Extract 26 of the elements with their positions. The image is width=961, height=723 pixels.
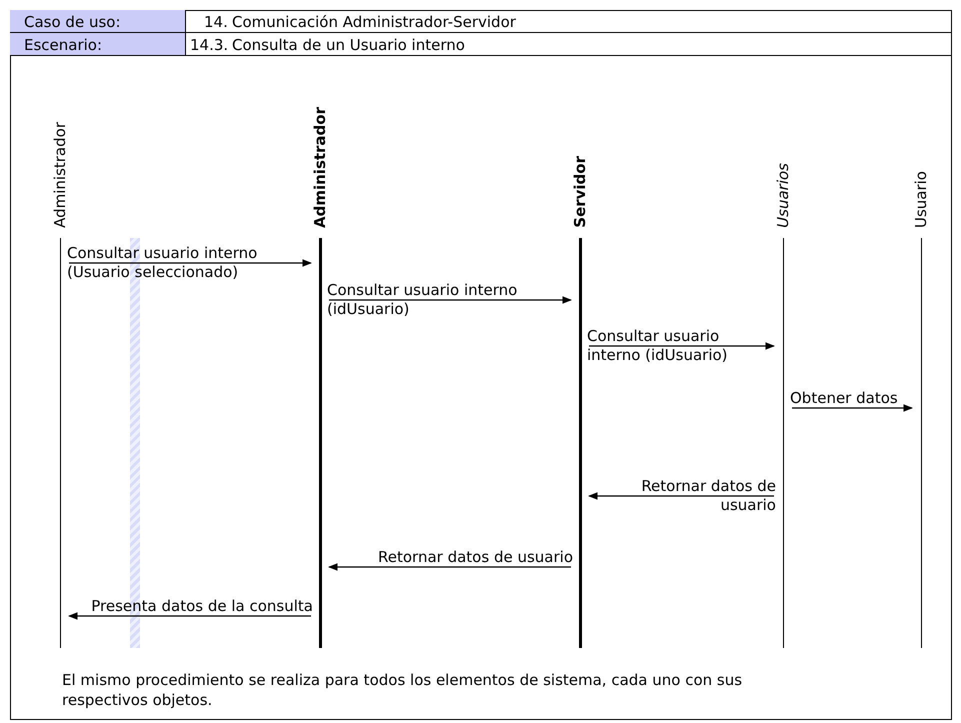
message-label: Retornar datos de usuario (377, 548, 573, 567)
lifeline-title: Usuario (912, 170, 930, 228)
message-arrow (589, 342, 775, 350)
message-arrow (68, 612, 311, 620)
message-label: Consultar usuario interno (idUsuario) (587, 327, 729, 365)
lifeline-title: Administrador (311, 107, 329, 228)
case-number: 14. (203, 12, 229, 32)
message-label: Consultar usuario interno (Usuario seleccionado) (67, 244, 258, 282)
case-title: Comunicación Administrador-Servidor (232, 12, 516, 32)
note-text: El mismo procedimiento se realiza para todos los elementos de sistema, cada uno con sus respectivos objetos. (62, 670, 744, 710)
message-arrow (69, 259, 312, 267)
field-label: Escenario: (10, 33, 186, 55)
message-label: Consultar usuario interno (idUsuario) (327, 281, 518, 319)
message-label: Presenta datos de la consulta (90, 597, 313, 616)
scenario-number: 14.3. (189, 35, 230, 55)
message-label: Obtener datos (790, 389, 899, 408)
message-arrow (329, 296, 572, 304)
lifeline-title: Administrador (51, 122, 69, 228)
scenario-title: Consulta de un Usuario interno (232, 35, 465, 55)
lifeline-title: Servidor (571, 156, 589, 228)
message-arrow (328, 563, 571, 571)
message-arrow (792, 404, 913, 412)
lifeline-title: Usuarios (774, 163, 792, 228)
message-arrow (588, 492, 774, 500)
field-label: Caso de uso: (10, 10, 186, 32)
message-label: Retornar datos de usuario (640, 477, 776, 515)
